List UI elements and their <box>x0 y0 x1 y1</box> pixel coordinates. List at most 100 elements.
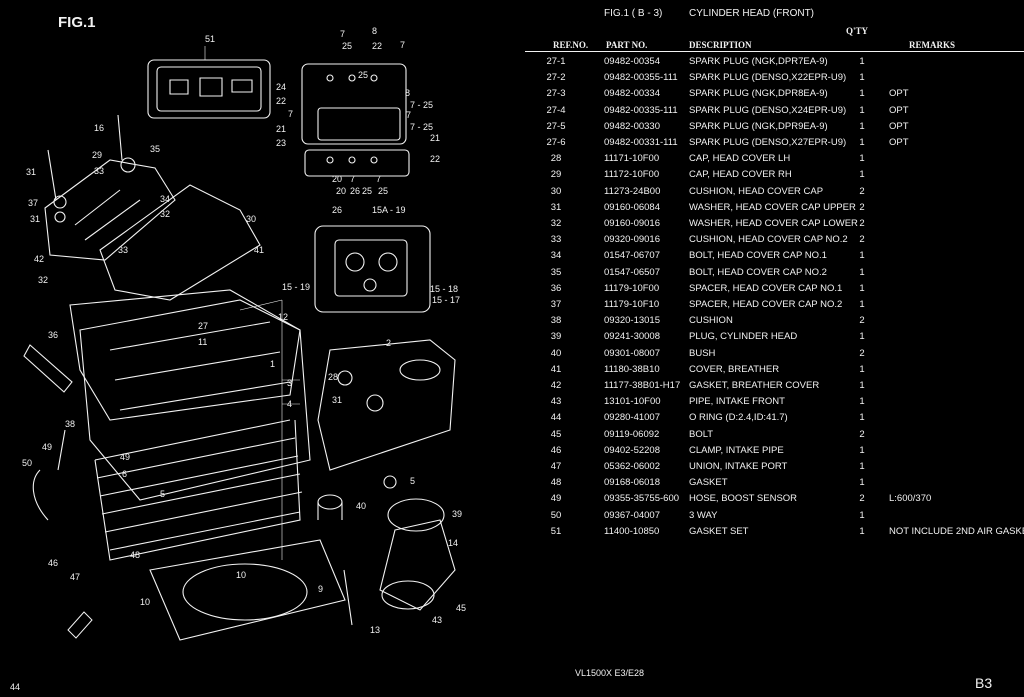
callout-number: 35 <box>150 144 160 154</box>
callout-number: 28 <box>328 372 338 382</box>
qty-cell: 1 <box>859 282 865 294</box>
callout-number: 49 <box>42 442 52 452</box>
qty-cell: 1 <box>859 56 865 67</box>
description-cell: UNION, INTAKE PORT <box>689 461 788 472</box>
qty-cell: 1 <box>859 169 865 181</box>
qty-cell: 1 <box>859 299 865 310</box>
qty-cell: 1 <box>859 444 865 456</box>
callout-number: 29 <box>92 150 102 160</box>
header-rule <box>525 51 1024 52</box>
spark-plug-outline <box>23 344 73 393</box>
qty-cell: 1 <box>859 120 865 132</box>
description-cell: CAP, HEAD COVER RH <box>689 169 792 181</box>
part-no-cell: 09402-52208 <box>604 444 660 456</box>
callout-number: 23 <box>276 138 286 148</box>
remarks-cell: OPT <box>889 120 909 132</box>
qty-cell: 1 <box>859 396 865 408</box>
qty-cell: 2 <box>859 201 865 213</box>
boost-hose-outline <box>32 429 66 521</box>
part-no-cell: 11179-10F10 <box>604 299 660 310</box>
ref-cell: 27-6 <box>546 137 566 148</box>
callout-number: 27 <box>198 321 208 331</box>
description-cell: COVER, BREATHER <box>689 363 780 375</box>
ref-cell: 40 <box>550 347 562 359</box>
description-cell: GASKET SET <box>689 525 749 537</box>
qty-cell: 1 <box>859 363 865 375</box>
part-no-cell: 11273-24B00 <box>604 185 661 197</box>
callout-number: 15 - 19 <box>282 282 310 292</box>
description-cell: WASHER, HEAD COVER CAP LOWER <box>689 218 858 229</box>
callout-number: 31 <box>332 395 342 405</box>
part-no-cell: 13101-10F00 <box>604 396 661 408</box>
gasket-set-outline <box>147 59 271 119</box>
callout-number: 15 - 17 <box>432 295 460 305</box>
callout-number: 8 <box>372 26 377 36</box>
description-cell: CUSHION, HEAD COVER CAP NO.2 <box>689 234 848 246</box>
qty-cell: 2 <box>859 234 865 246</box>
description-cell: PIPE, INTAKE FRONT <box>689 396 785 408</box>
ref-cell: 27-4 <box>546 104 566 116</box>
description-cell: PLUG, CYLINDER HEAD <box>689 331 798 343</box>
callout-number: 20 <box>336 186 346 196</box>
part-no-cell: 09482-00354 <box>604 56 660 67</box>
callout-number: 42 <box>34 254 44 264</box>
callout-number: 26 <box>332 205 342 215</box>
intake-pipe-outline <box>379 519 456 611</box>
part-no-cell: 09482-00355-111 <box>604 72 678 84</box>
ref-cell: 47 <box>550 461 562 472</box>
base-gasket-outline <box>149 539 346 641</box>
qty-cell: 1 <box>859 104 865 116</box>
callout-number: 22 <box>430 154 440 164</box>
description-cell: SPARK PLUG (DENSO,X27EPR-U9) <box>689 137 847 148</box>
callout-number: 1 <box>270 359 275 369</box>
ref-cell: 51 <box>550 525 562 537</box>
callout-number: 37 <box>28 198 38 208</box>
qty-cell: 2 <box>859 428 865 440</box>
callout-number: 39 <box>452 509 462 519</box>
ref-cell: 28 <box>550 153 562 165</box>
description-cell: SPARK PLUG (NGK,DPR9EA-9) <box>689 120 828 132</box>
part-no-cell: 09482-00334 <box>604 88 660 100</box>
figure-reference: FIG.1 ( B - 3) <box>604 8 663 19</box>
ref-cell: 49 <box>550 493 562 505</box>
breather-cover-outline <box>301 63 407 145</box>
callout-number: 49 <box>120 452 130 462</box>
front-arrow-icon <box>67 611 93 639</box>
description-cell: SPARK PLUG (NGK,DPR8EA-9) <box>689 88 828 100</box>
part-no-cell: 09168-06018 <box>604 477 660 489</box>
qty-cell: 1 <box>859 88 865 100</box>
ref-cell: 31 <box>550 201 562 213</box>
col-remarks-header: REMARKS <box>909 40 956 50</box>
part-no-cell: 05362-06002 <box>604 461 660 472</box>
ref-cell: 36 <box>550 282 562 294</box>
callout-number: 7 <box>350 174 355 184</box>
description-cell: BOLT, HEAD COVER CAP NO.2 <box>689 266 827 278</box>
callout-number: 45 <box>456 603 466 613</box>
description-cell: CUSHION, HEAD COVER CAP <box>689 185 824 197</box>
part-no-cell: 11177-38B01-H17 <box>604 380 681 391</box>
remarks-cell: L:600/370 <box>889 493 932 505</box>
remarks-cell: OPT <box>889 88 909 100</box>
callout-number: 31 <box>30 214 40 224</box>
callout-number: 22 <box>372 41 382 51</box>
callout-number: 32 <box>160 209 170 219</box>
description-cell: SPARK PLUG (DENSO,X22EPR-U9) <box>689 72 847 84</box>
head-cover-cap-outline <box>44 159 176 261</box>
part-no-cell: 09160-09016 <box>604 218 660 229</box>
callout-number: 44 <box>10 682 20 692</box>
description-cell: SPARK PLUG (DENSO,X24EPR-U9) <box>689 104 847 116</box>
qty-cell: 1 <box>859 266 865 278</box>
callout-number: 9 <box>318 584 323 594</box>
part-no-cell: 11179-10F00 <box>604 282 660 294</box>
